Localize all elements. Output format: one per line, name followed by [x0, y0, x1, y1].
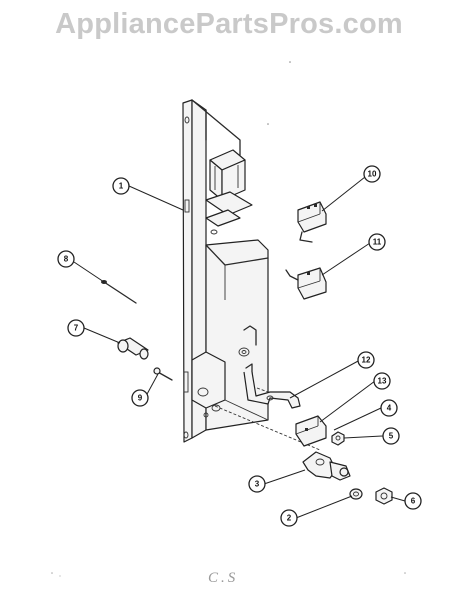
nut-5 [331, 431, 345, 446]
nut-6 [375, 487, 393, 505]
callout-2: 2 [280, 509, 298, 527]
callout-label: 13 [378, 377, 387, 386]
actuator-3 [302, 451, 351, 481]
callout-11: 11 [368, 233, 386, 251]
callout-7: 7 [67, 319, 85, 337]
callout-label: 2 [287, 514, 292, 523]
callout-label: 11 [373, 238, 382, 247]
callout-label: 1 [119, 182, 124, 191]
callout-label: 6 [411, 497, 416, 506]
microswitch-10 [297, 201, 327, 243]
scan-specks [51, 61, 406, 577]
callout-9: 9 [131, 389, 149, 407]
leader-lines [73, 176, 406, 519]
footer-code: C.S [208, 570, 239, 586]
callout-label: 4 [387, 404, 392, 413]
callout-label: 7 [74, 324, 79, 333]
callout-label: 12 [362, 356, 371, 365]
pin-8 [101, 280, 137, 304]
bracket-assembly [182, 99, 321, 451]
watermark-logo: AppliancePartsPros.com [55, 8, 403, 40]
callout-3: 3 [248, 475, 266, 493]
switch-13 [295, 415, 327, 447]
callout-5: 5 [382, 427, 400, 445]
callout-10: 10 [363, 165, 381, 183]
callout-8: 8 [57, 250, 75, 268]
callout-12: 12 [357, 351, 375, 369]
screw-9 [153, 367, 173, 381]
callout-1: 1 [112, 177, 130, 195]
callout-label: 5 [389, 432, 394, 441]
callout-6: 6 [404, 492, 422, 510]
callout-13: 13 [373, 372, 391, 390]
bolt-7 [117, 337, 149, 360]
microswitch-11 [285, 267, 327, 300]
callout-label: 10 [368, 170, 377, 179]
callout-4: 4 [380, 399, 398, 417]
callout-label: 8 [64, 255, 69, 264]
lever-12 [243, 371, 301, 409]
callout-label: 9 [138, 394, 143, 403]
washer-2 [349, 488, 363, 500]
callout-label: 3 [255, 480, 260, 489]
